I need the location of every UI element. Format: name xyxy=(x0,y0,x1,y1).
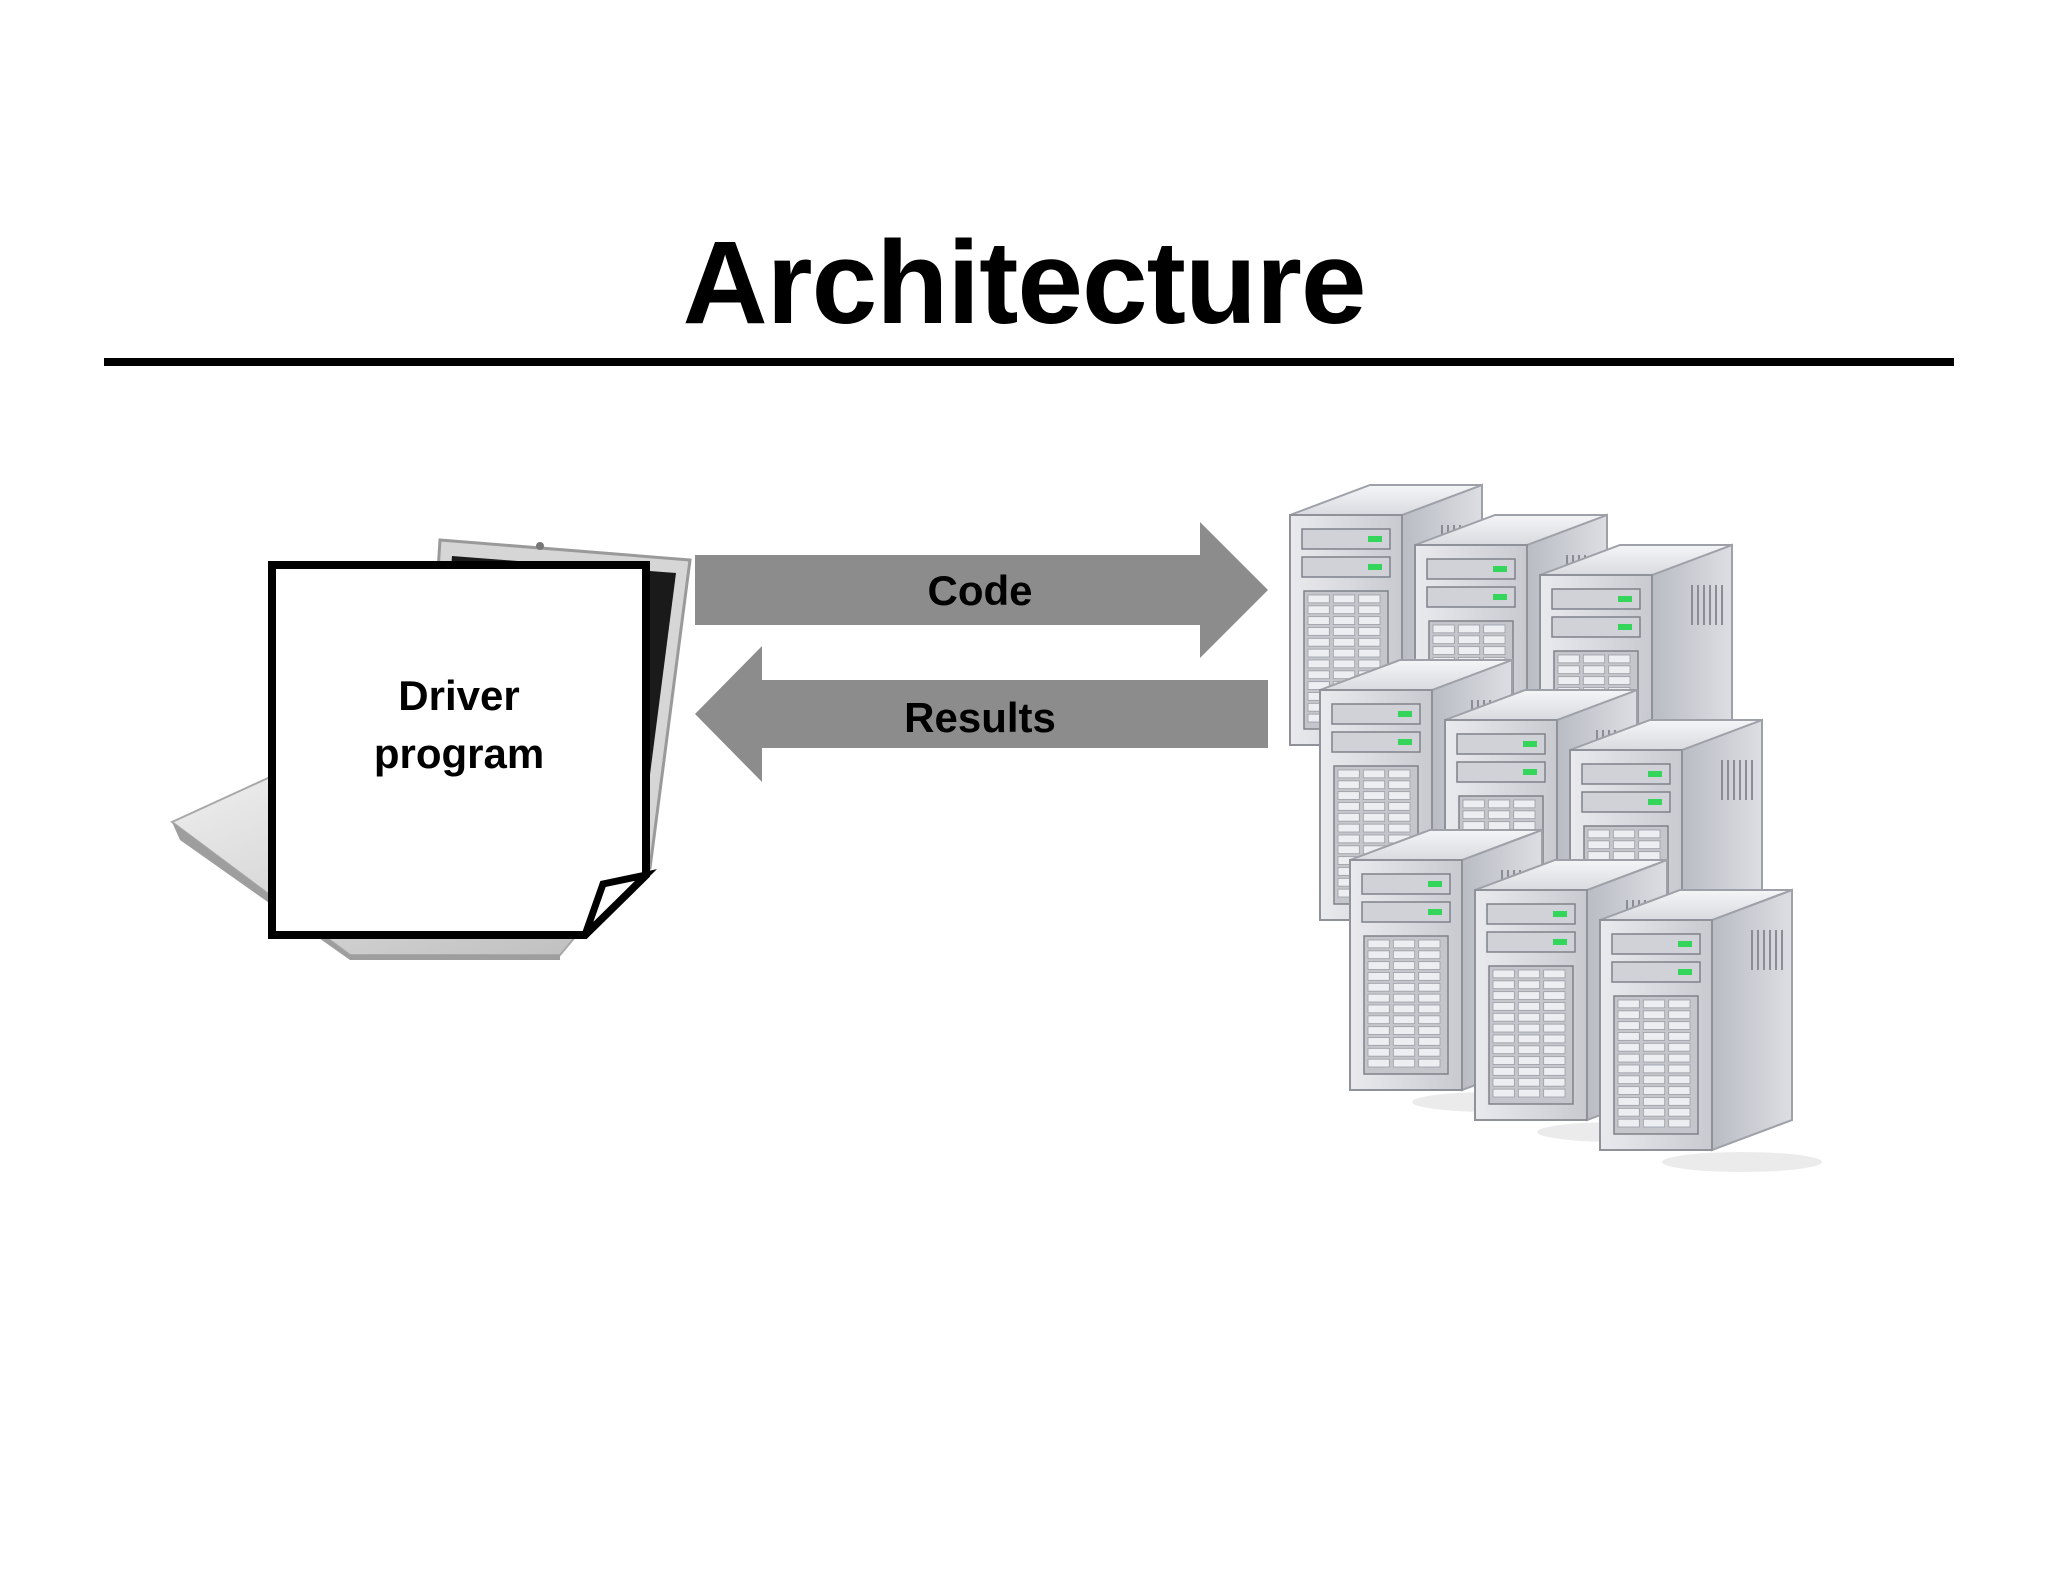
driver-program-document: Driver program xyxy=(268,561,657,939)
results-arrow-label: Results xyxy=(904,694,1056,741)
slide-title: Architecture xyxy=(682,217,1366,349)
code-arrow-label: Code xyxy=(928,567,1033,614)
results-arrow: Results xyxy=(695,646,1268,782)
server-cluster xyxy=(1289,483,1822,1172)
driver-label-line1: Driver xyxy=(398,672,519,719)
server-icon xyxy=(1599,888,1822,1172)
code-arrow: Code xyxy=(695,522,1268,658)
driver-label-line2: program xyxy=(374,730,544,777)
title-divider xyxy=(104,358,1954,366)
